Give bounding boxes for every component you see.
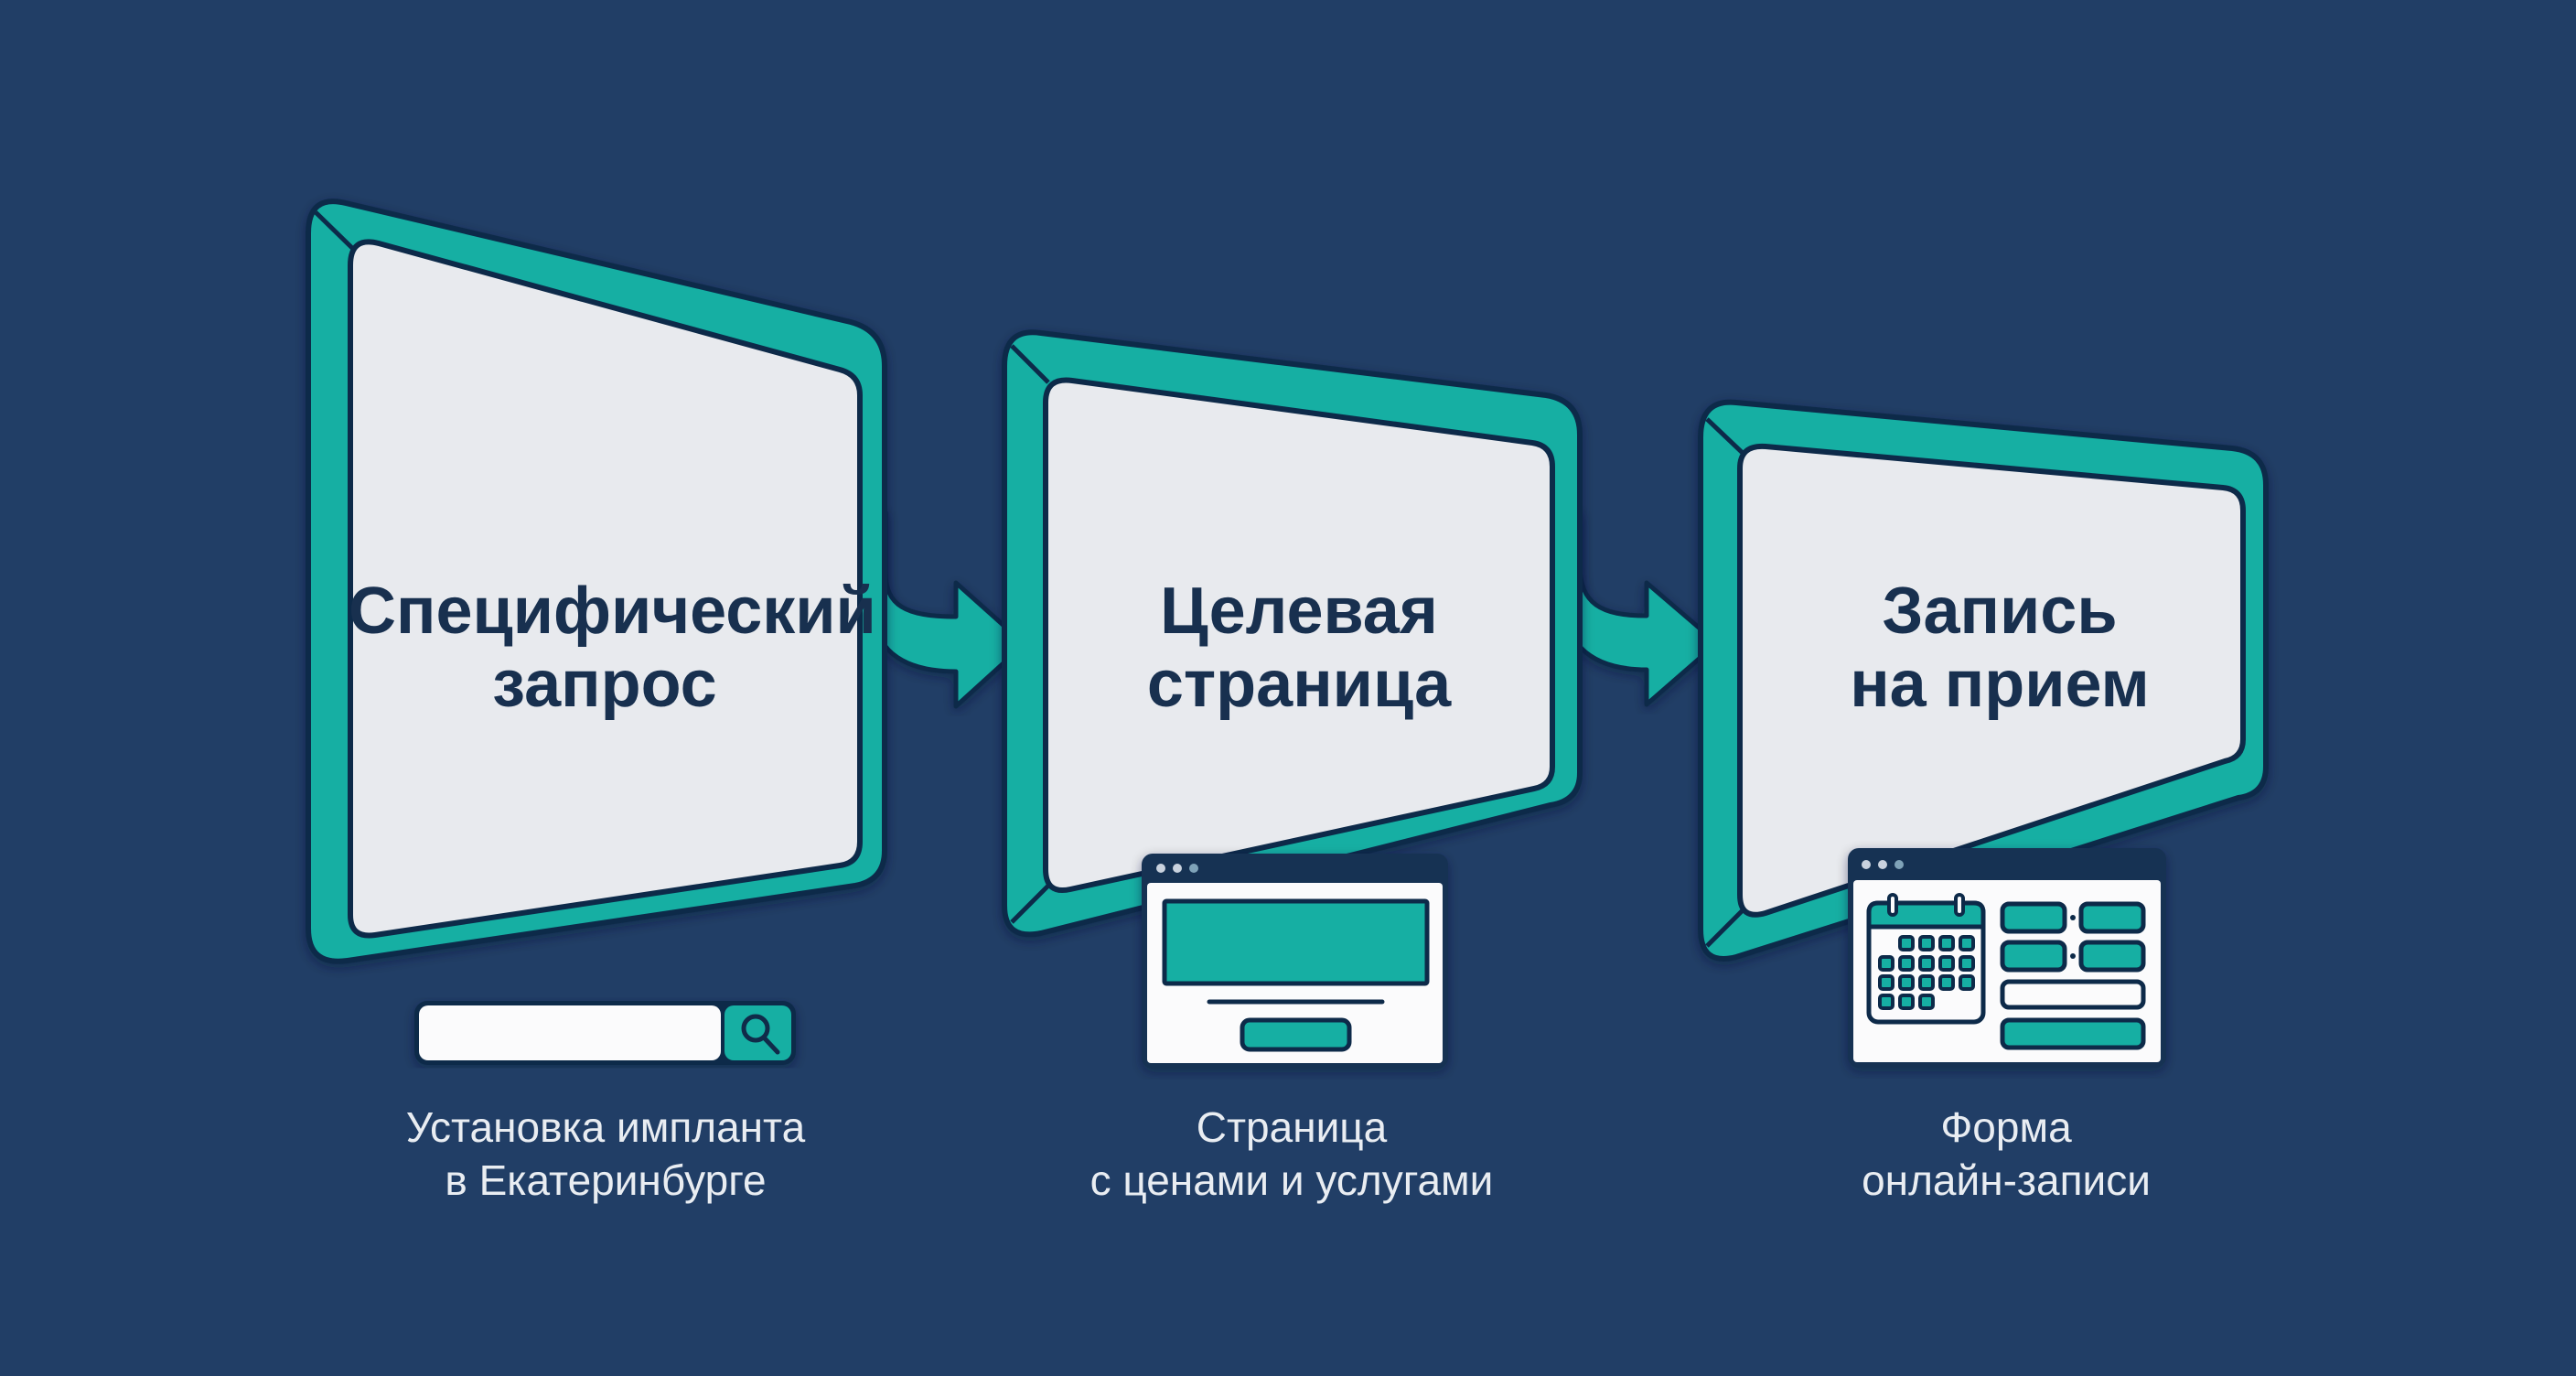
stage-2-title-line-2: страница	[1146, 648, 1452, 721]
booking-form-window-icon	[1848, 848, 2166, 1068]
stage-1-frame	[306, 199, 887, 964]
stage-3-title-line-2: на прием	[1850, 648, 2150, 721]
connector-arrow-2	[1559, 510, 1720, 707]
stage-1-caption-line-2: в Екатеринбурге	[445, 1156, 767, 1204]
stage-1-title-line-1: Специфический	[349, 575, 876, 648]
stage-3-caption-line-1: Форма	[1940, 1103, 2072, 1151]
magnifier-icon	[741, 1014, 780, 1055]
stage-1-title: Специфический запрос	[349, 575, 876, 721]
stage-3-title-line-1: Запись	[1882, 575, 2118, 648]
stage-3-title: Запись на прием	[1744, 575, 2256, 721]
stage-1-title-line-2: запрос	[492, 648, 717, 721]
stage-3-caption-line-2: онлайн-записи	[1862, 1156, 2151, 1204]
stage-2-title-line-1: Целевая	[1160, 575, 1438, 648]
stage-2-frame	[1002, 329, 1583, 938]
calendar-icon	[1866, 893, 1986, 1025]
connector-arrow-1	[864, 510, 1027, 709]
stage-1-caption-line-1: Установка импланта	[405, 1103, 806, 1151]
form-fields	[2000, 901, 2146, 1050]
search-bar-icon	[414, 1001, 796, 1065]
stage-2-caption: Страница с ценами и услугами	[1017, 1101, 1566, 1207]
stage-2-caption-line-2: с ценами и услугами	[1089, 1156, 1494, 1204]
stage-2-title: Целевая страница	[1043, 575, 1555, 721]
stage-1-caption: Установка импланта в Екатеринбурге	[331, 1101, 880, 1207]
stage-3-frame	[1698, 399, 2269, 962]
landing-page-window-icon	[1142, 854, 1448, 1069]
stage-3-caption: Форма онлайн-записи	[1732, 1101, 2281, 1207]
stage-2-caption-line-1: Страница	[1196, 1103, 1388, 1151]
